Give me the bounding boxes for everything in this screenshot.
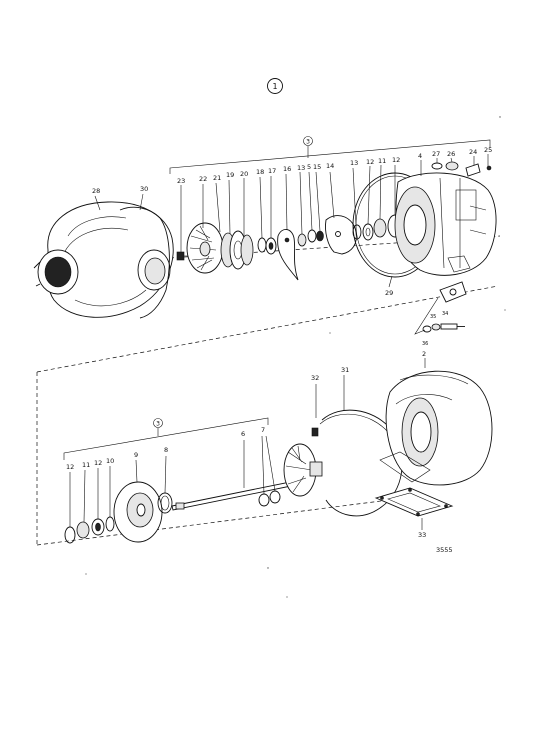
rings-7 [258, 490, 281, 507]
svg-text:6: 6 [241, 430, 245, 438]
title-symbol: 1 [272, 82, 277, 91]
cover-parts-27-26-24-25 [431, 161, 492, 177]
svg-text:15: 15 [313, 163, 321, 171]
group-marker-upper: 3 [303, 136, 313, 158]
svg-text:11: 11 [82, 461, 90, 469]
thrust-plate-16 [277, 229, 299, 281]
svg-text:3: 3 [156, 421, 160, 428]
svg-text:12: 12 [366, 158, 374, 166]
svg-text:14: 14 [326, 162, 334, 170]
svg-text:33: 33 [418, 531, 426, 539]
svg-text:31: 31 [341, 366, 349, 374]
upper-leader-lines [94, 154, 489, 288]
svg-text:20: 20 [240, 170, 248, 178]
lower-rings-12-11-12-10 [64, 516, 115, 544]
svg-text:34: 34 [442, 311, 448, 317]
shaft-6 [171, 481, 292, 511]
svg-text:35: 35 [430, 314, 436, 320]
lower-group-bracket [63, 417, 269, 460]
svg-text:18: 18 [256, 168, 264, 176]
upper-part-labels: 28 30 23 22 21 19 20 18 17 16 13 5 15 14… [92, 146, 492, 347]
svg-text:16: 16 [283, 165, 291, 173]
bearing-housing-4 [394, 172, 497, 276]
svg-text:13: 13 [350, 159, 358, 167]
thrust-collar-14 [325, 215, 357, 255]
svg-text:23: 23 [177, 177, 185, 185]
svg-text:24: 24 [469, 148, 477, 156]
oil-flange-parts [414, 281, 467, 335]
retaining-ring-30 [119, 206, 170, 319]
svg-text:8: 8 [164, 446, 168, 454]
svg-text:9: 9 [134, 451, 138, 459]
turbine-housing-2 [379, 370, 493, 486]
svg-text:25: 25 [484, 146, 492, 154]
seal-parts-19-21-20 [220, 230, 254, 270]
heat-shield-9 [113, 481, 163, 543]
group-marker-lower: 3 [153, 418, 163, 436]
svg-text:21: 21 [213, 174, 221, 182]
svg-text:36: 36 [422, 341, 428, 347]
svg-text:27: 27 [432, 150, 440, 158]
bushing-17 [265, 237, 277, 255]
svg-text:29: 29 [385, 289, 393, 297]
svg-text:28: 28 [92, 187, 100, 195]
svg-text:12: 12 [94, 459, 102, 467]
figure-number: 3555 [436, 546, 453, 554]
svg-text:19: 19 [226, 171, 234, 179]
svg-text:10: 10 [106, 457, 114, 465]
scan-specks [85, 116, 506, 598]
svg-text:32: 32 [311, 374, 319, 382]
svg-text:13: 13 [297, 164, 305, 172]
title-reference-circle: 1 [267, 78, 283, 94]
svg-text:17: 17 [268, 167, 276, 175]
upper-group-bracket [169, 139, 491, 174]
washers-13-5-15 [297, 229, 324, 247]
compressor-housing-28 [33, 201, 174, 318]
turbine-wheel [283, 443, 323, 497]
svg-text:12: 12 [392, 156, 400, 164]
svg-text:4: 4 [418, 152, 422, 160]
svg-text:26: 26 [447, 150, 455, 158]
svg-text:11: 11 [378, 157, 386, 165]
lower-leader-lines [69, 358, 426, 530]
svg-text:22: 22 [199, 175, 207, 183]
lower-part-labels: 12 11 12 10 9 8 6 7 32 31 2 33 [66, 350, 426, 539]
svg-text:5: 5 [307, 163, 311, 171]
svg-text:30: 30 [140, 185, 148, 193]
svg-text:2: 2 [422, 350, 426, 358]
svg-text:7: 7 [261, 426, 265, 434]
svg-text:12: 12 [66, 463, 74, 471]
svg-text:3: 3 [306, 139, 310, 146]
ring-18 [257, 237, 267, 253]
gasket-33 [374, 487, 454, 517]
compressor-wheel-22 [186, 222, 224, 274]
